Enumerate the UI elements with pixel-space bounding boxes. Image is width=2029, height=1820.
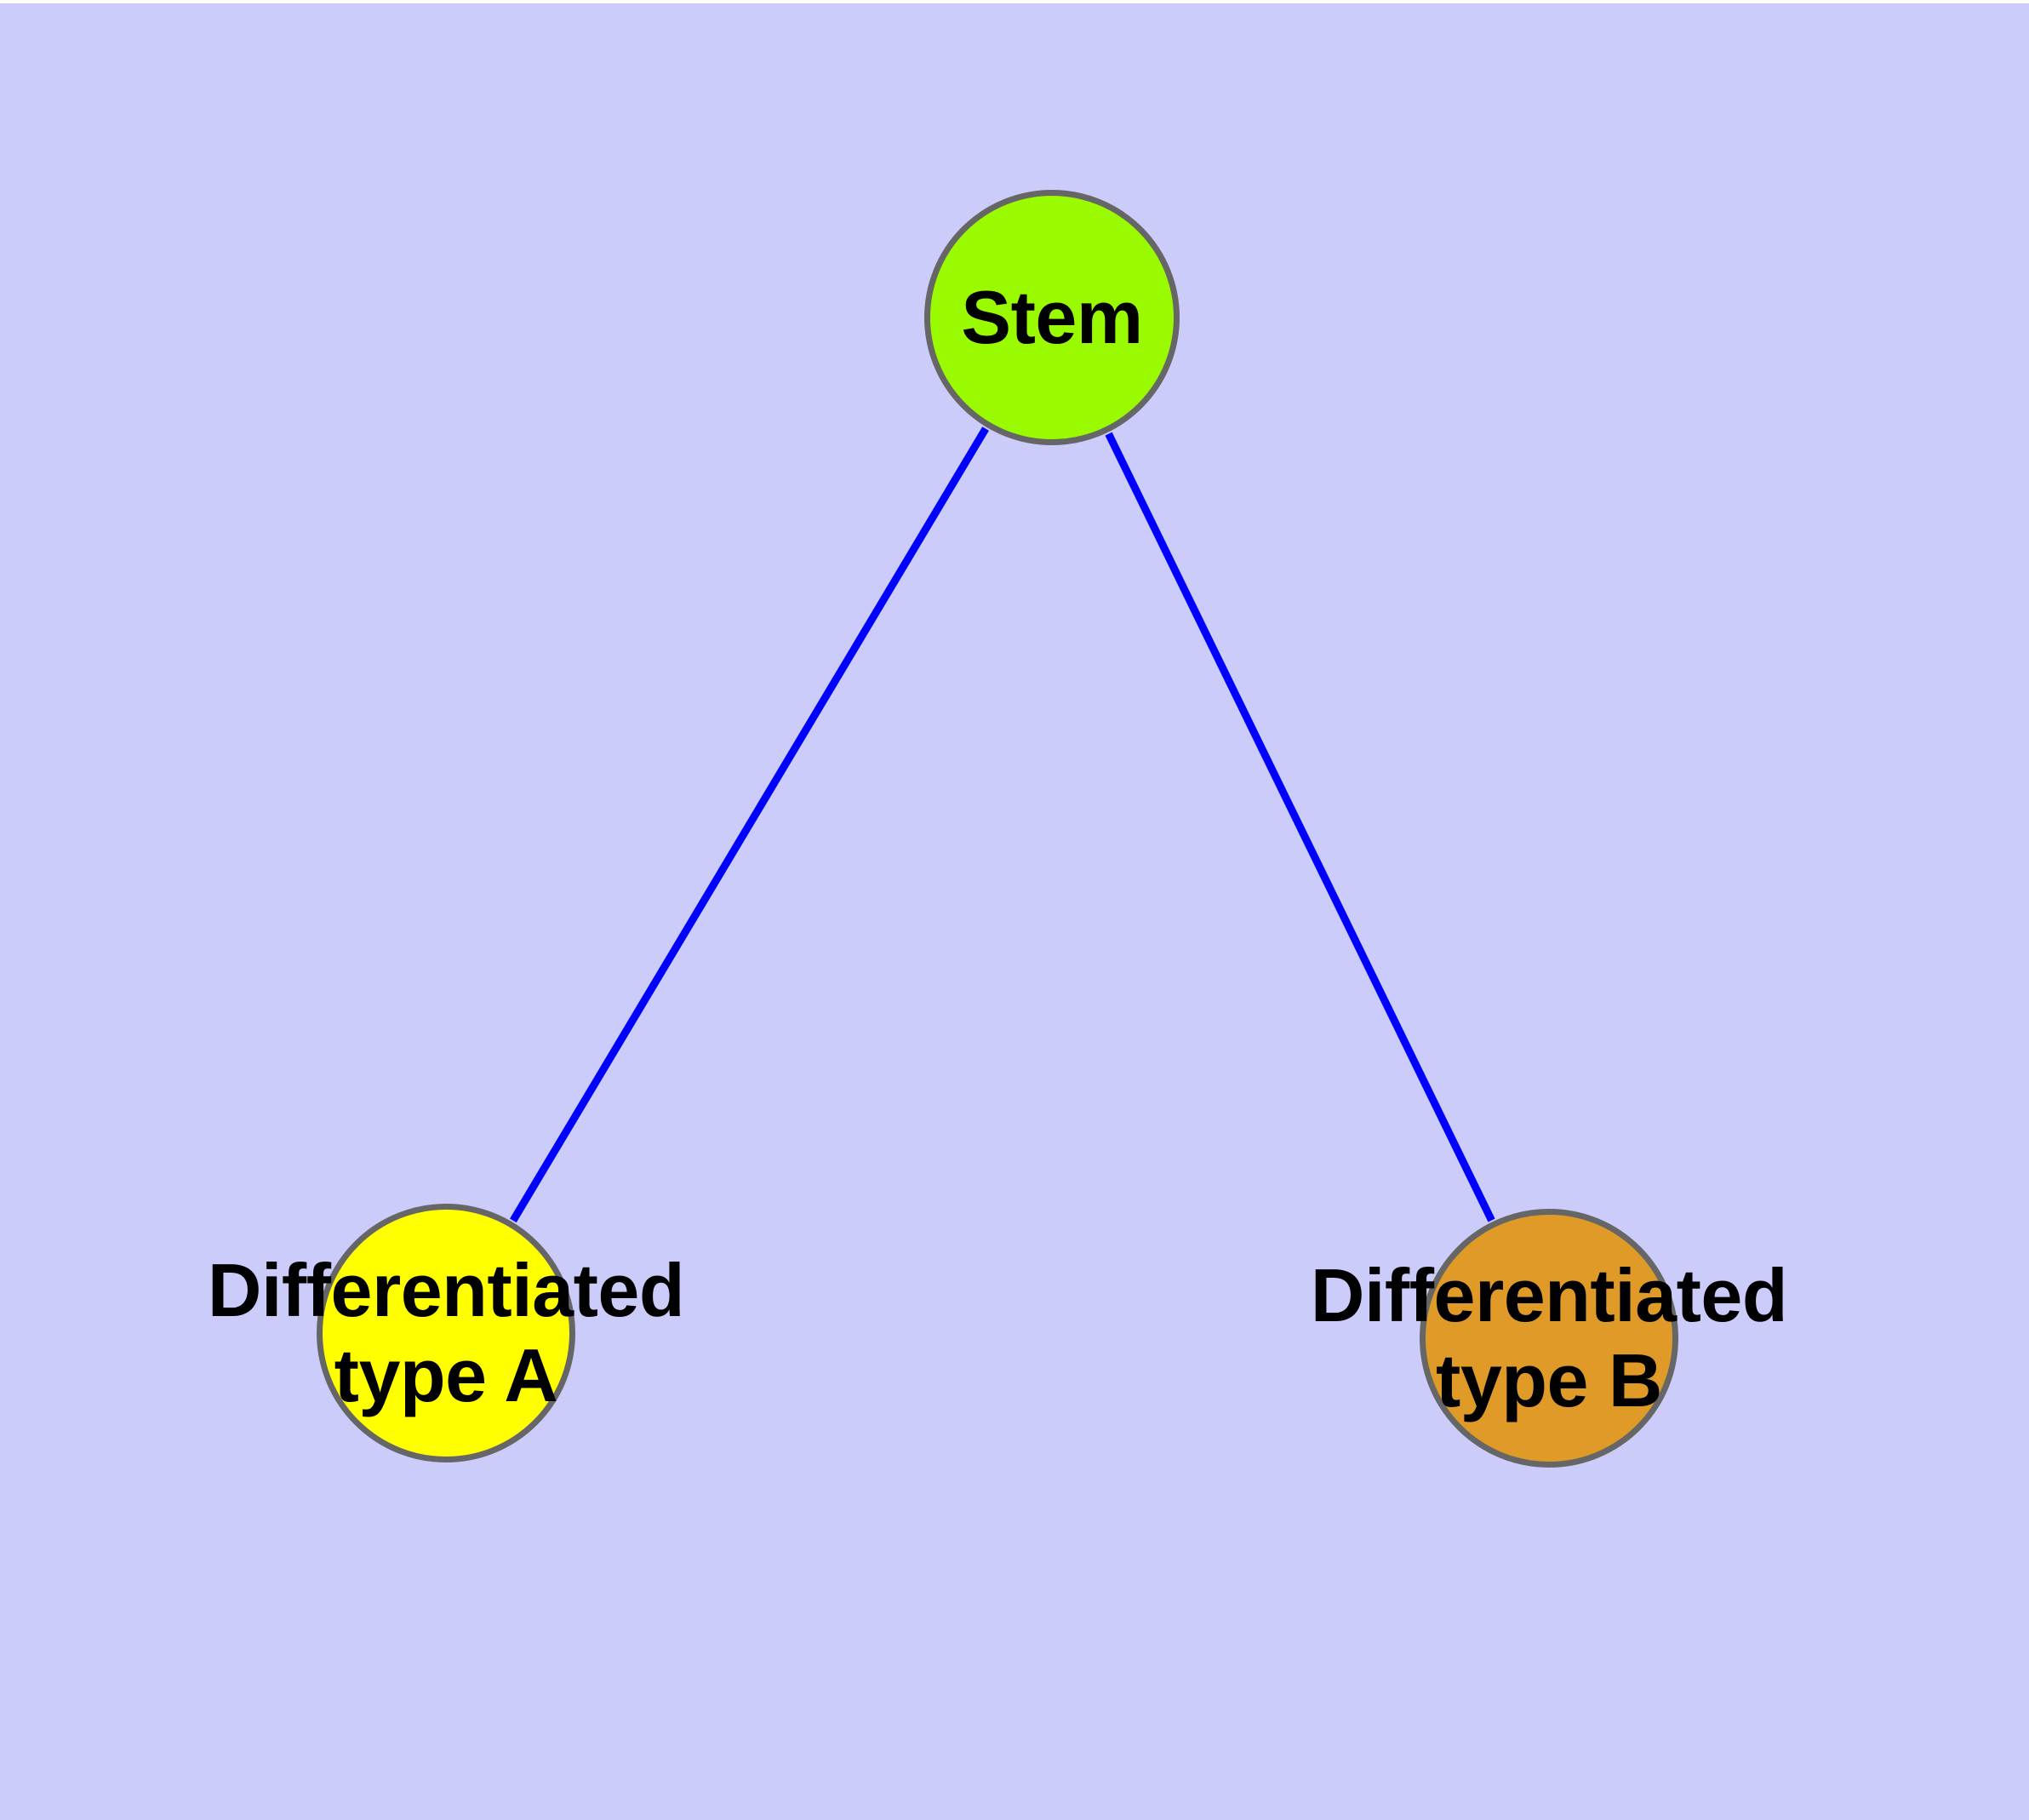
- node-diff_b[interactable]: [1420, 1209, 1678, 1468]
- edge-stem-diff-a[interactable]: [510, 426, 989, 1223]
- nodes-layer: [317, 190, 1678, 1468]
- edge-stem-diff-b[interactable]: [1105, 432, 1495, 1222]
- node-stem[interactable]: [924, 190, 1180, 445]
- node-diff_a[interactable]: [317, 1204, 575, 1462]
- edges-layer: [510, 426, 1495, 1223]
